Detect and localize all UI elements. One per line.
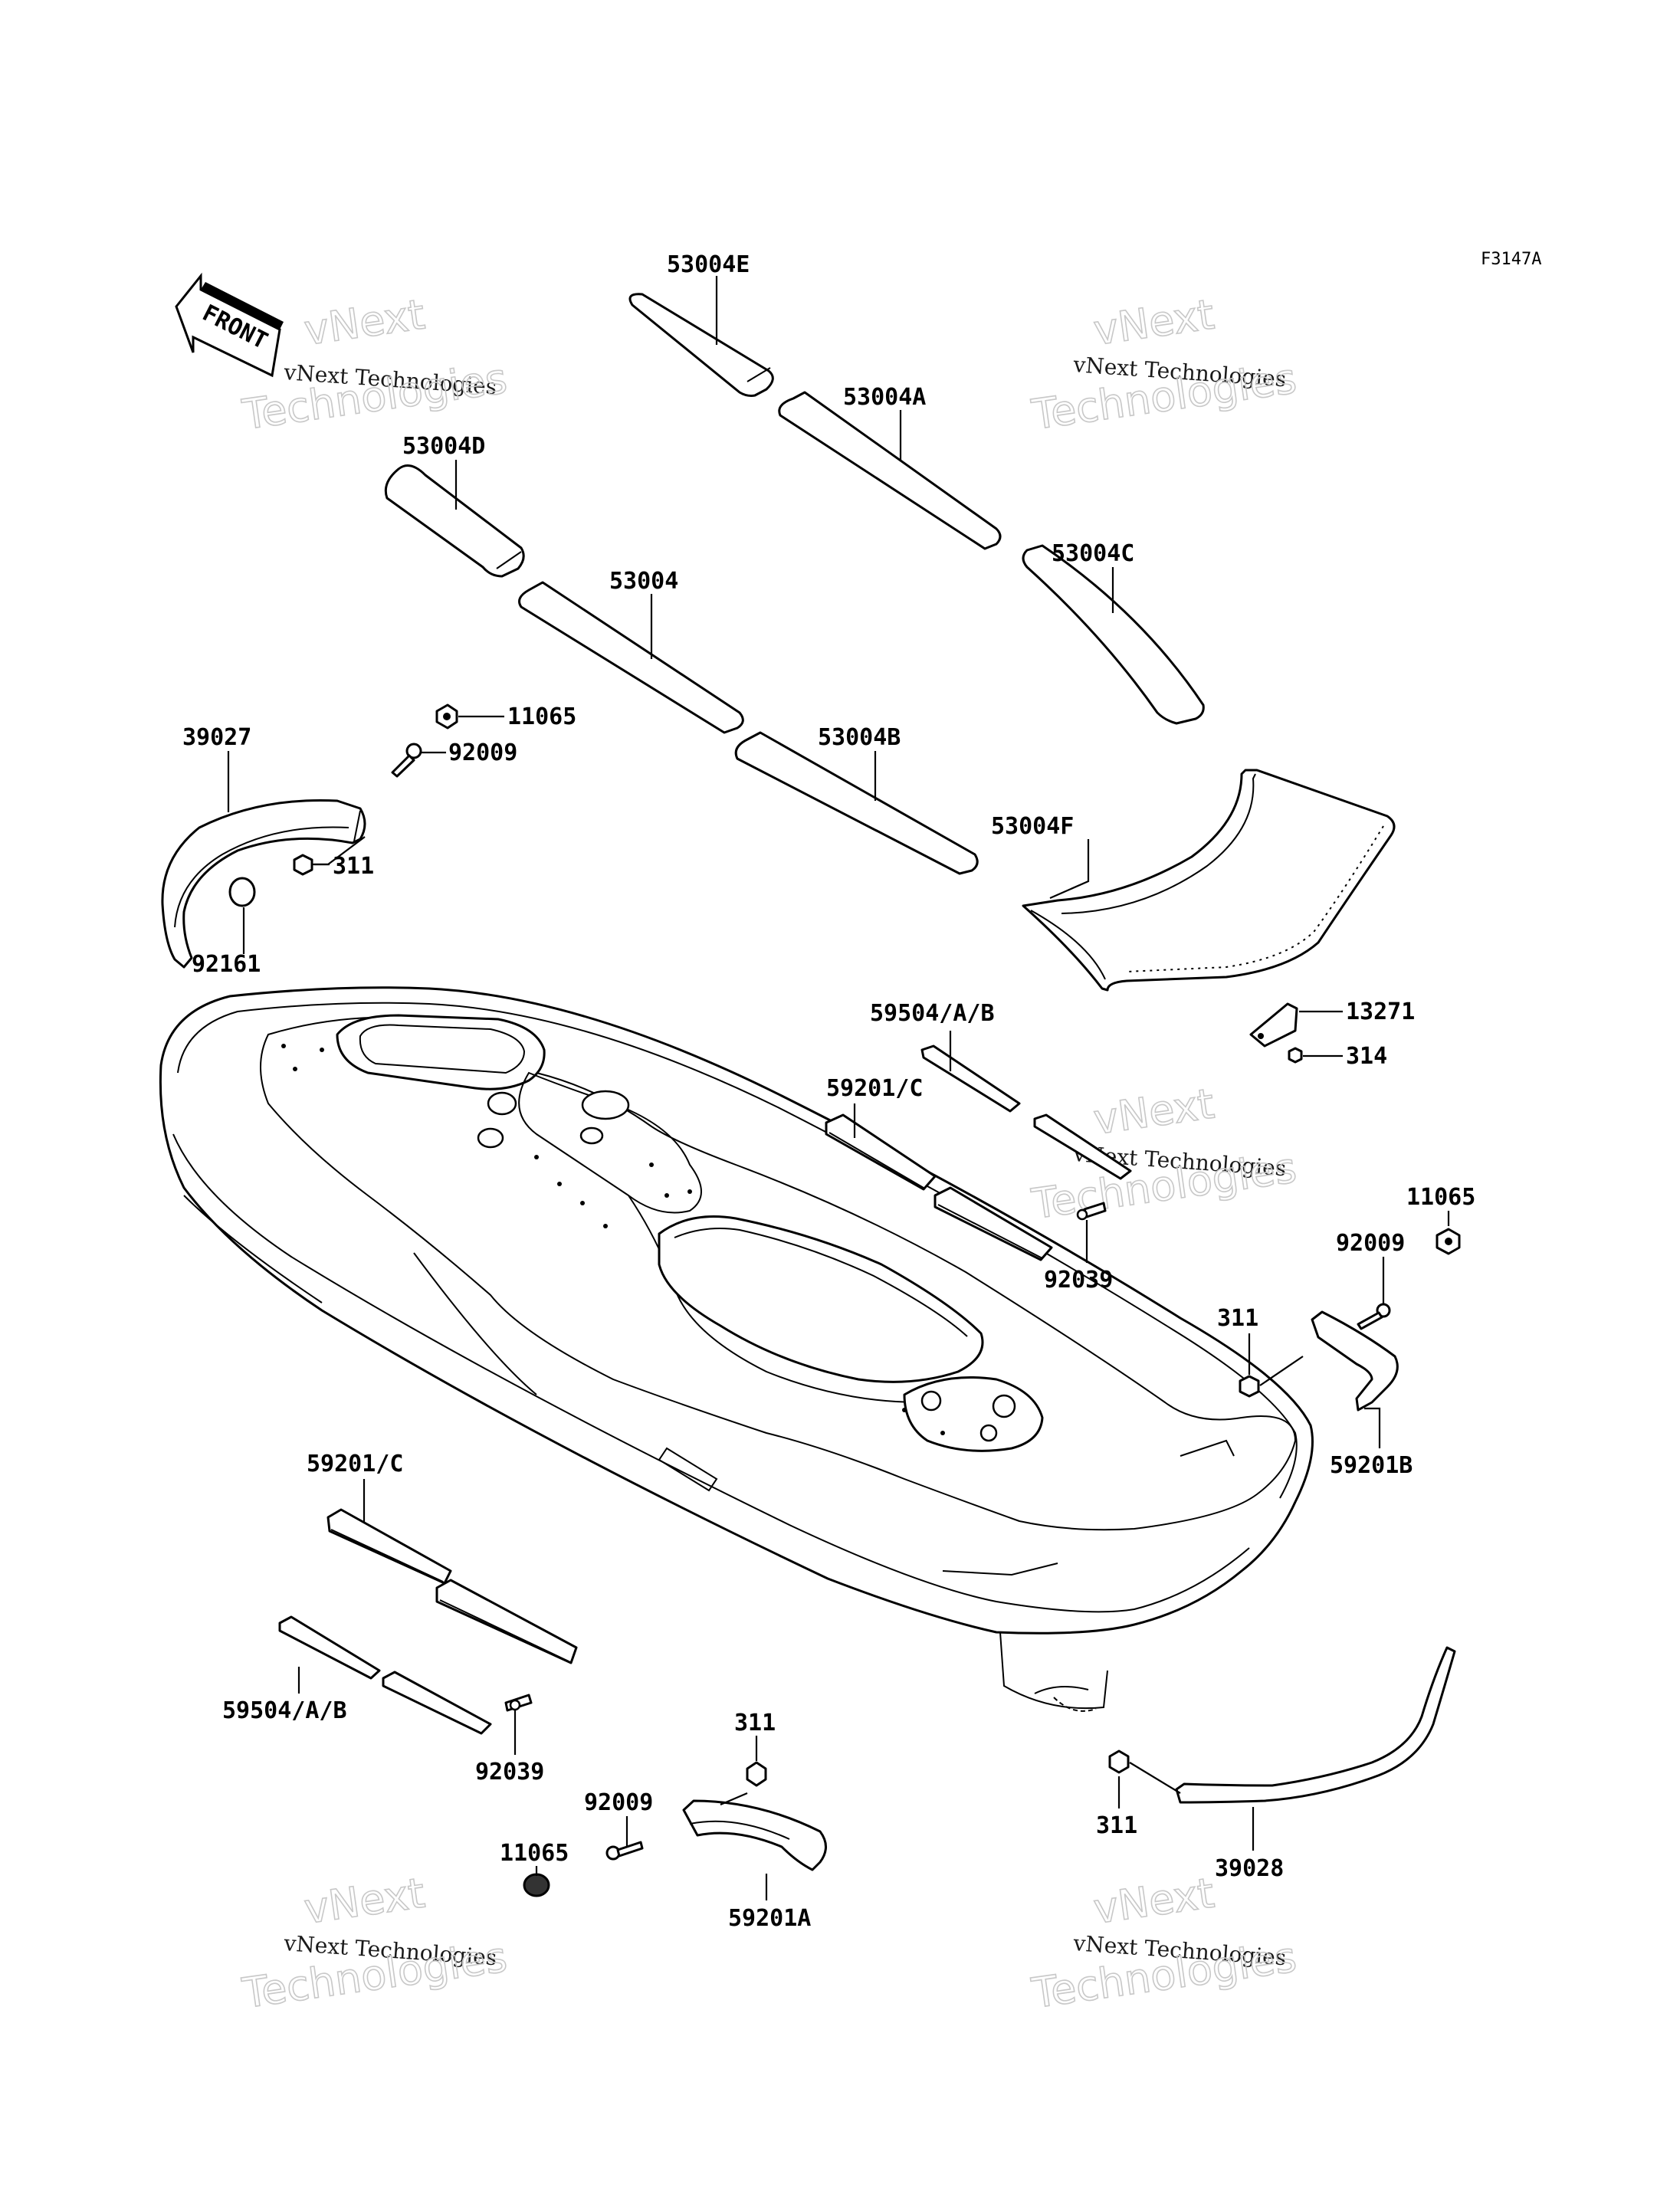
watermark-bottom-right: vNext vNext Technologies Technologies (1028, 1868, 1300, 2018)
label-53004B: 53004B (818, 724, 901, 751)
nut-314 (1288, 1047, 1303, 1064)
bolt-92009-right (1357, 1303, 1391, 1330)
label-53004C: 53004C (1052, 540, 1134, 567)
leader-lines (227, 276, 1450, 1900)
rivet-92039-bottom (504, 1694, 533, 1712)
strip-59201C-top-1 (825, 1113, 937, 1191)
watermark-top-left: vNext vNext Technologies Technologies (238, 290, 510, 440)
strip-59201C-bottom-2 (435, 1579, 578, 1664)
mat-53004F (1022, 769, 1396, 992)
label-92009-bottom: 92009 (584, 1789, 653, 1816)
mat-53004D (384, 464, 525, 578)
label-53004D: 53004D (402, 433, 485, 460)
label-53004F: 53004F (991, 813, 1074, 840)
label-92009-top: 92009 (448, 739, 517, 766)
rail-39028 (1175, 1646, 1456, 1804)
bumper-39027 (161, 798, 366, 969)
bar-59504-top-2 (1033, 1113, 1132, 1180)
watermark-top-right: vNext vNext Technologies Technologies (1028, 290, 1300, 440)
hull-body (159, 986, 1314, 1712)
nut-11065-top (435, 703, 458, 730)
bumper-59201B (1311, 1310, 1399, 1412)
svg-text:vNext: vNext (1091, 1080, 1217, 1144)
mat-53004 (518, 581, 744, 734)
label-53004: 53004 (609, 568, 678, 595)
label-11065-right: 11065 (1406, 1184, 1475, 1211)
label-11065-bottom: 11065 (500, 1840, 569, 1867)
label-39027: 39027 (182, 724, 251, 751)
watermark-mid-right: vNext vNext Technologies Technologies (1028, 1079, 1300, 1229)
label-59201B: 59201B (1330, 1452, 1413, 1479)
cap-11065-bottom (523, 1873, 550, 1897)
svg-text:vNext: vNext (1091, 1869, 1217, 1933)
bolt-92009-top (391, 743, 422, 778)
mat-53004B (734, 731, 979, 875)
svg-text:vNext: vNext (301, 1869, 428, 1933)
label-39028: 39028 (1215, 1855, 1284, 1882)
label-13271: 13271 (1346, 998, 1415, 1025)
label-59201A: 59201A (728, 1905, 811, 1932)
label-59201C-bottom: 59201/C (307, 1451, 403, 1477)
label-92039-top: 92039 (1044, 1267, 1113, 1294)
nut-311-top (293, 854, 313, 876)
front-arrow-icon: FRONT (175, 272, 284, 378)
mat-53004A (778, 391, 1002, 550)
svg-text:vNext: vNext (1091, 290, 1217, 355)
strip-59201C-bottom-1 (326, 1508, 452, 1585)
bar-59504-bottom-1 (278, 1615, 381, 1680)
label-11065-top: 11065 (507, 703, 576, 730)
strip-59201C-top-2 (934, 1186, 1053, 1261)
label-311-top: 311 (333, 853, 374, 880)
label-92009-right: 92009 (1336, 1230, 1405, 1257)
nut-311-right (1239, 1375, 1260, 1398)
label-53004A: 53004A (843, 384, 926, 411)
mat-53004E (628, 293, 774, 397)
svg-text:vNext: vNext (301, 290, 428, 355)
mat-53004C (1022, 544, 1205, 725)
figure-code: F3147A (1481, 250, 1541, 269)
bar-59504-top-1 (920, 1044, 1021, 1113)
label-311-rail: 311 (1096, 1812, 1137, 1839)
label-314: 314 (1346, 1043, 1387, 1070)
label-59504-bottom: 59504/A/B (222, 1697, 347, 1724)
label-311-right: 311 (1217, 1305, 1258, 1332)
bracket-13271 (1249, 1002, 1298, 1048)
nut-311-bottom (746, 1761, 767, 1787)
label-92161: 92161 (192, 951, 261, 978)
bumper-59201A (682, 1799, 827, 1871)
label-59201C-top: 59201/C (826, 1075, 923, 1102)
nut-311-rail (1108, 1749, 1130, 1774)
bar-59504-bottom-2 (382, 1671, 492, 1735)
bolt-92009-bottom (605, 1841, 644, 1861)
label-311-bottom: 311 (734, 1710, 776, 1736)
label-59504-top: 59504/A/B (870, 1000, 995, 1027)
rivet-92039-top (1076, 1202, 1107, 1221)
nut-11065-right (1436, 1228, 1461, 1255)
label-53004E: 53004E (667, 251, 750, 278)
watermark-bottom-left: vNext vNext Technologies Technologies (238, 1868, 510, 2018)
label-92039-bottom: 92039 (475, 1759, 544, 1785)
cap-92161 (228, 877, 256, 907)
